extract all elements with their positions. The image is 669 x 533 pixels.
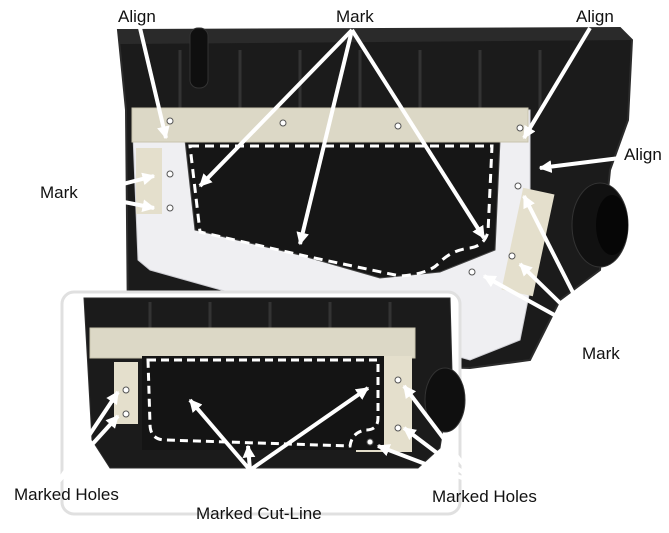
breather-nozzle — [189, 27, 209, 89]
label-align-top-right: Align — [576, 7, 614, 26]
label-marked-cut-line: Marked Cut-Line — [196, 504, 322, 523]
cut-line-main — [188, 144, 494, 278]
inset-tape-top — [89, 327, 416, 359]
cut-line-inset — [146, 358, 380, 448]
label-mark-top: Mark — [336, 7, 374, 26]
inset-view — [60, 290, 466, 516]
holes-main — [166, 117, 524, 276]
callout-arrows — [56, 26, 621, 486]
label-mark-left: Mark — [40, 183, 78, 202]
inset-tape-right — [384, 356, 412, 436]
housing-ribs — [178, 50, 542, 110]
label-align-top-left: Align — [118, 7, 156, 26]
label-marked-holes-right: Marked Holes — [432, 487, 537, 506]
holes-inset — [122, 376, 402, 446]
label-align-right: Align — [624, 145, 662, 164]
tape-strip-right — [501, 187, 555, 297]
label-mark-right: Mark — [582, 344, 620, 363]
label-marked-holes-left: Marked Holes — [14, 485, 119, 504]
